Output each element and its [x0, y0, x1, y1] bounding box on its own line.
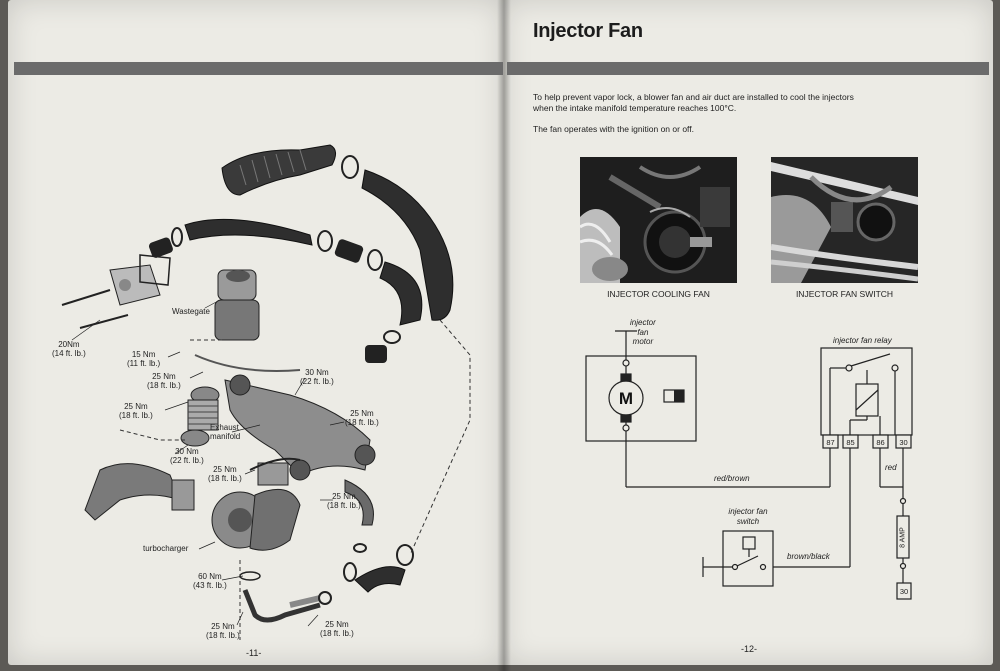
- relay-label: injector fan relay: [833, 336, 892, 345]
- header-band-right: [507, 62, 989, 75]
- torque-label-15nm: 15 Nm (11 ft. lb.): [127, 350, 161, 368]
- torque-label-30nm-b: 30 Nm (22 ft. lb.): [170, 447, 204, 465]
- torque-label-30nm-a: 30 Nm (22 ft. lb.): [300, 368, 334, 386]
- motor-m-symbol: M: [618, 389, 634, 408]
- torque-label-25nm-c: 25 Nm (18 ft. lb.): [345, 409, 379, 427]
- right-page-number: -12-: [741, 644, 758, 654]
- operation-paragraph: The fan operates with the ignition on or…: [533, 124, 694, 134]
- right-page: [503, 0, 993, 665]
- torque-label-25nm-d: 25 Nm (18 ft. lb.): [208, 465, 242, 483]
- injector-fan-switch-photo: [771, 157, 918, 283]
- header-band-left: [14, 62, 503, 75]
- left-page-number: -11-: [246, 648, 262, 658]
- relay-terminal-30: 30: [899, 438, 908, 447]
- relay-housing: [820, 347, 913, 436]
- exhaust-manifold-label: Exhaust manifold: [210, 423, 241, 441]
- wire-brown-black-label: brown/black: [787, 552, 830, 561]
- switch-housing: [722, 530, 774, 587]
- intro-paragraph: To help prevent vapor lock, a blower fan…: [533, 92, 893, 114]
- page-title: Injector Fan: [533, 20, 643, 42]
- switch-label: injector fan switch: [728, 507, 768, 526]
- torque-label-25nm-f: 25 Nm (18 ft. lb.): [206, 622, 240, 640]
- wastegate-label: Wastegate: [172, 307, 210, 316]
- photo1-caption: INJECTOR COOLING FAN: [607, 289, 710, 299]
- motor-label: injector fan motor: [630, 318, 656, 346]
- book-spine: [497, 0, 511, 671]
- torque-label-25nm-g: 25 Nm (18 ft. lb.): [320, 620, 354, 638]
- wire-red-label: red: [885, 463, 897, 472]
- motor-housing: [585, 355, 697, 442]
- turbocharger-label: turbocharger: [143, 544, 189, 553]
- torque-label-25nm-e: 25 Nm (18 ft. lb.): [327, 492, 361, 510]
- torque-label-25nm-a: 25 Nm (18 ft. lb.): [147, 372, 181, 390]
- relay-terminal-87: 87: [826, 438, 835, 447]
- injector-cooling-fan-photo: [580, 157, 737, 283]
- fuse-terminal-30: 30: [899, 587, 909, 596]
- photo2-caption: INJECTOR FAN SWITCH: [795, 289, 894, 299]
- intro-line-2: when the intake manifold temperature rea…: [533, 103, 737, 113]
- relay-terminal-86: 86: [876, 438, 885, 447]
- torque-label-60nm: 60 Nm (43 ft. lb.): [193, 572, 227, 590]
- relay-terminal-85: 85: [846, 438, 855, 447]
- intro-line-1: To help prevent vapor lock, a blower fan…: [533, 92, 854, 102]
- torque-label-25nm-b: 25 Nm (18 ft. lb.): [119, 402, 153, 420]
- wire-red-brown-label: red/brown: [714, 474, 750, 483]
- torque-label-20nm: 20Nm (14 ft. lb.): [52, 340, 86, 358]
